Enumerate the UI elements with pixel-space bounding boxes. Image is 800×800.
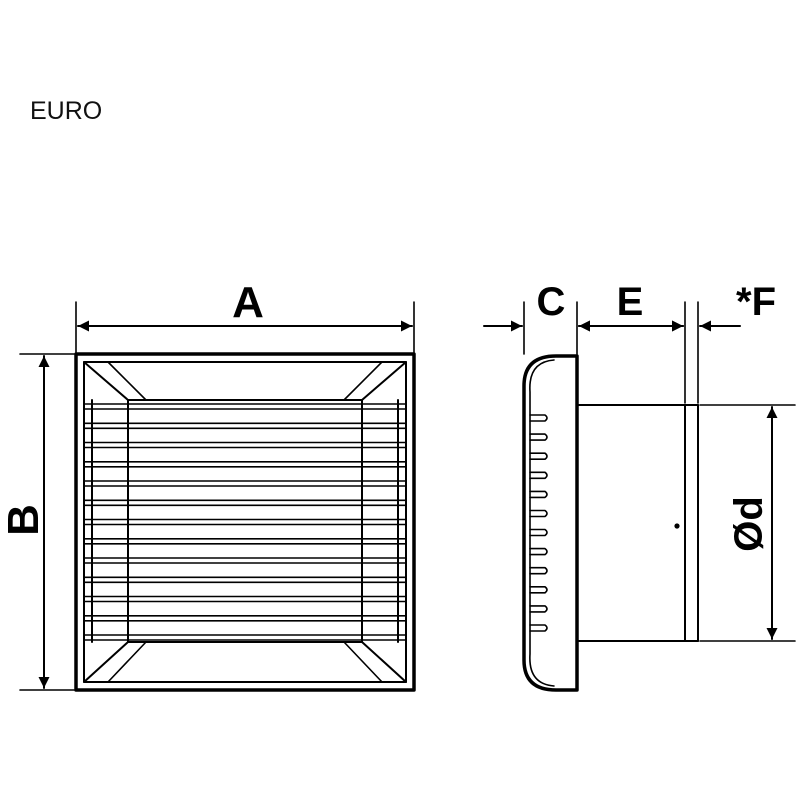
side-view — [522, 354, 699, 692]
grille-fin — [529, 452, 548, 460]
front-frame-inner — [83, 361, 407, 683]
dimension-e: E — [578, 280, 684, 332]
front-grille-slats — [83, 403, 407, 641]
grille-slat — [83, 441, 407, 449]
grille-slat — [83, 518, 407, 526]
grille-fin — [529, 490, 548, 499]
dimension-c: C — [483, 280, 606, 332]
dimension-d-label: Ød — [727, 496, 771, 552]
dimension-b-label: B — [0, 504, 48, 536]
product-title: EURO — [30, 97, 103, 125]
front-side-panels — [83, 399, 407, 643]
dimension-a: A — [75, 278, 415, 353]
grille-fin — [529, 566, 548, 575]
grille-fin — [529, 414, 548, 422]
grille-slat — [83, 422, 407, 430]
grille-slat — [83, 537, 407, 545]
grille-slat — [83, 499, 407, 507]
grille-slat — [83, 480, 407, 487]
grille-fin — [529, 547, 548, 556]
grille-fin — [529, 528, 548, 537]
dimension-c-label: C — [537, 280, 566, 324]
front-corner-bevels — [83, 361, 407, 683]
side-extension-lines — [523, 301, 699, 404]
side-duct-dot — [674, 523, 680, 529]
side-duct — [576, 404, 699, 642]
side-grille-fins — [529, 414, 548, 632]
grille-slat — [83, 614, 407, 622]
grille-fin — [529, 433, 548, 441]
grille-slat — [83, 460, 407, 468]
front-view — [74, 352, 416, 692]
grille-slat — [83, 557, 407, 564]
grille-slat — [83, 576, 407, 584]
grille-fin — [529, 509, 548, 518]
dimension-d: Ød — [699, 404, 796, 642]
grille-slat — [83, 595, 407, 603]
side-front-plate — [522, 354, 579, 692]
grille-slat — [83, 403, 407, 410]
dimension-b: B — [0, 353, 75, 691]
front-frame-outer — [74, 352, 416, 692]
side-front-plate-inner — [529, 359, 555, 687]
dimension-f: *F — [663, 280, 776, 332]
dimension-a-label: A — [232, 278, 264, 327]
grille-fin — [529, 471, 548, 480]
dimension-f-label: *F — [736, 280, 776, 324]
grille-fin — [529, 586, 548, 594]
dimension-e-label: E — [617, 280, 644, 324]
grille-fin — [529, 605, 548, 613]
grille-fin — [529, 624, 548, 632]
grille-slat — [83, 634, 407, 641]
